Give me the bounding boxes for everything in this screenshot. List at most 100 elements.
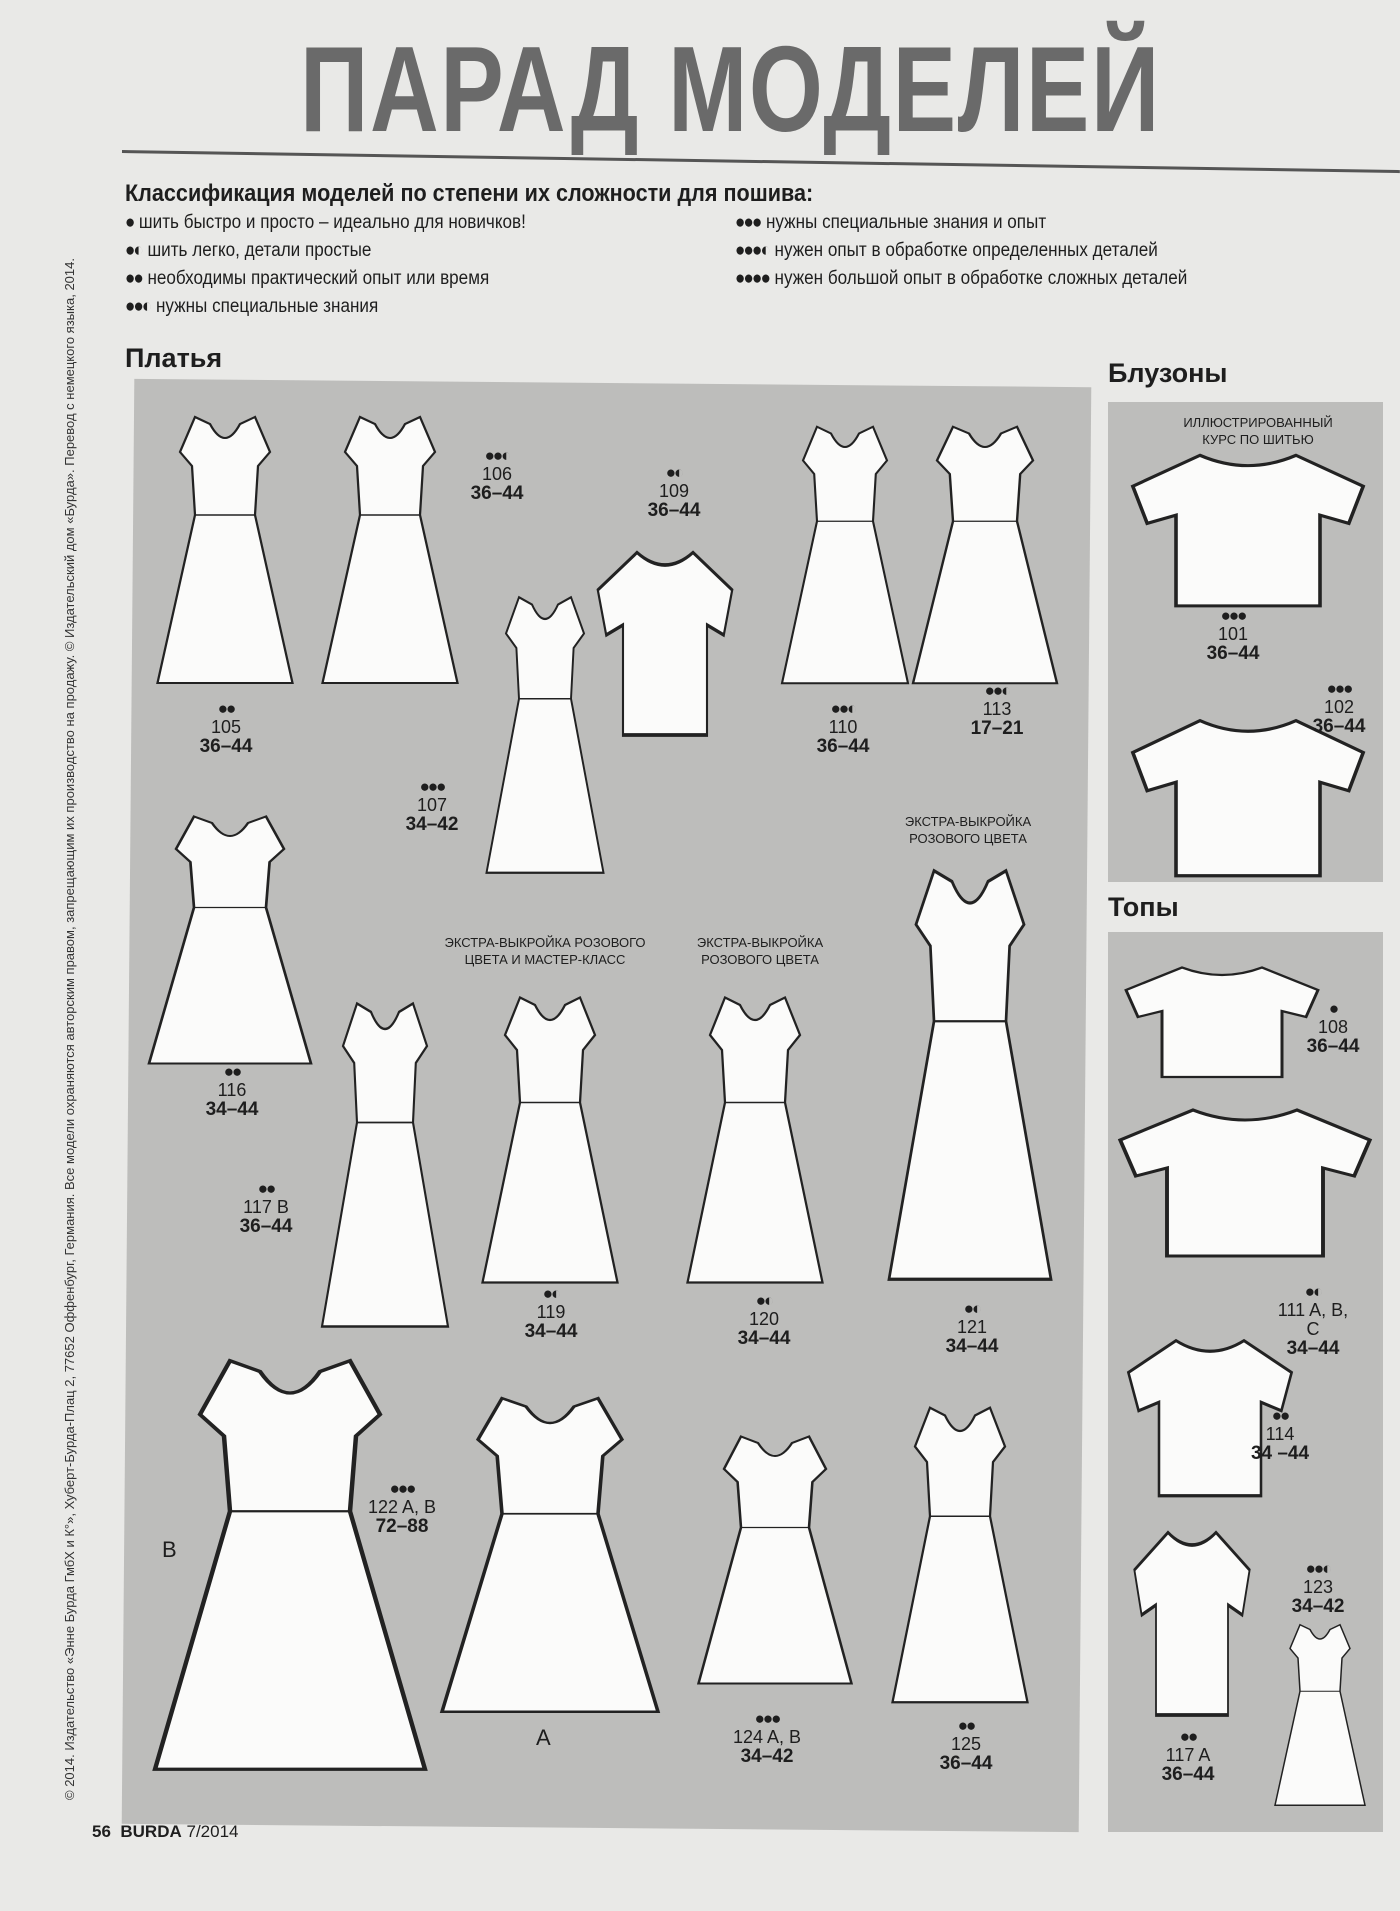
- legend-text: нужен опыт в обработке определенных дета…: [774, 240, 1158, 261]
- top-illustration: [1128, 445, 1368, 610]
- model-num: 116: [217, 1079, 247, 1100]
- legend-item: ●●●●нужен большой опыт в обработке сложн…: [735, 268, 1187, 290]
- dress-illustration: [880, 860, 1060, 1290]
- model-size: 34–44: [524, 1320, 578, 1342]
- model-num: 117 A: [1165, 1744, 1211, 1765]
- dress-illustration: [430, 1390, 670, 1720]
- model-dots: ●●◐: [484, 446, 512, 465]
- legend-item: ●●необходимы практический опыт или время: [125, 268, 489, 290]
- section-blousons: Блузоны: [1108, 358, 1228, 388]
- model-size: 36–44: [1312, 715, 1366, 737]
- top-illustration: [595, 540, 735, 740]
- legend-text: нужны специальные знания: [155, 296, 379, 317]
- model-num: 123: [1302, 1576, 1334, 1597]
- brand: BURDA: [120, 1822, 182, 1841]
- model-size: 36–44: [1306, 1035, 1360, 1057]
- model-dots: ●●◐: [1305, 1559, 1333, 1578]
- top-illustration: [1122, 960, 1322, 1080]
- model-size: 36–44: [816, 735, 870, 757]
- model-dots: ●◐: [1304, 1282, 1324, 1301]
- model-num: 114: [1265, 1423, 1295, 1444]
- model-dots: ●●●: [389, 1479, 417, 1498]
- model-num: 110: [828, 716, 858, 737]
- difficulty-dots: ●: [125, 212, 135, 233]
- model-num: 107: [416, 794, 448, 815]
- model-dots: ●◐: [542, 1284, 562, 1303]
- model-size: 34–42: [740, 1745, 794, 1767]
- model-num: 102: [1323, 696, 1355, 717]
- model-num: 117 B: [243, 1196, 289, 1217]
- difficulty-dots: ●●: [125, 268, 144, 289]
- model-dots: ●◐: [665, 463, 685, 482]
- model-size: 36–44: [1161, 1763, 1215, 1785]
- model-dots: ●●●: [1220, 606, 1248, 625]
- copyright-notice: © 2014. Издательство «Энне Бурда ГмбХ и …: [62, 258, 77, 1800]
- model-num: 101: [1217, 623, 1249, 644]
- model-size: 36–44: [939, 1752, 993, 1774]
- model-size: 36–44: [199, 735, 253, 757]
- legend-text: шить быстро и просто – идеально для нови…: [138, 212, 526, 233]
- legend-text: необходимы практический опыт или время: [147, 268, 490, 289]
- dress-illustration: [140, 1350, 440, 1780]
- legend-item: ●●◐нужны специальные знания: [125, 296, 378, 318]
- dress-illustration: [1270, 1620, 1370, 1810]
- section-dresses: Платья: [125, 343, 223, 373]
- model-size: 34 –44: [1250, 1442, 1310, 1464]
- dress-illustration: [690, 1430, 860, 1690]
- model-size: 36–44: [470, 482, 524, 504]
- model-size: 17–21: [970, 717, 1024, 739]
- model-dots: ●●: [1179, 1727, 1199, 1746]
- view-letter-a: A: [536, 1725, 551, 1750]
- model-size: 34–42: [405, 813, 459, 835]
- model-dots: ●◐: [963, 1299, 983, 1318]
- model-size: 34–44: [205, 1098, 259, 1120]
- model-num: 109: [658, 480, 690, 501]
- model-num: 125: [950, 1733, 982, 1754]
- legend-title: Классификация моделей по степени их слож…: [125, 180, 814, 207]
- dress-illustration: [885, 1400, 1035, 1710]
- legend-text: нужны специальные знания и опыт: [765, 212, 1047, 233]
- model-dots: ●●◐: [830, 699, 858, 718]
- dress-illustration: [150, 410, 300, 690]
- model-dots: ●: [1328, 999, 1339, 1018]
- model-dots: ●●: [217, 699, 237, 718]
- section-tops: Топы: [1108, 892, 1179, 922]
- legend-item: ●◐шить легко, детали простые: [125, 240, 371, 262]
- model-num: 106: [481, 463, 513, 484]
- model-num: 105: [210, 716, 242, 737]
- issue: 7/2014: [186, 1822, 239, 1841]
- dress-illustration: [680, 990, 830, 1290]
- model-dots: ●◐: [755, 1291, 775, 1310]
- difficulty-dots: ●●◐: [125, 296, 152, 317]
- model-dots: ●●: [223, 1062, 243, 1081]
- difficulty-dots: ●◐: [125, 240, 144, 261]
- model-num: 120: [748, 1308, 780, 1329]
- model-size: 36–44: [647, 499, 701, 521]
- model-num: 108: [1317, 1016, 1349, 1037]
- model-size: 34–44: [945, 1335, 999, 1357]
- model-num: 124 A, B: [732, 1726, 802, 1747]
- dress-illustration: [480, 590, 610, 880]
- difficulty-dots: ●●●●: [735, 268, 771, 289]
- legend-text: шить легко, детали простые: [147, 240, 372, 261]
- dress-illustration: [140, 810, 320, 1070]
- page-footer: 56 BURDA 7/2014: [92, 1822, 239, 1842]
- model-num: 122 A, B: [367, 1496, 437, 1517]
- model-size: 72–88: [375, 1515, 429, 1537]
